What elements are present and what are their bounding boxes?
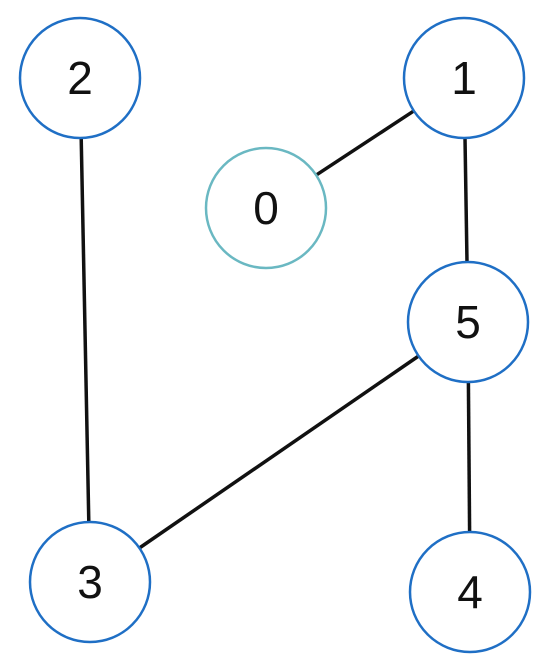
node-2: 2 <box>18 16 142 140</box>
edge-5-4 <box>466 381 472 533</box>
node-label-4: 4 <box>457 566 483 618</box>
node-circle-5 <box>406 260 530 384</box>
edge-layer <box>79 109 472 550</box>
node-0: 0 <box>204 146 328 270</box>
node-circle-1 <box>402 16 526 140</box>
node-layer: 2 1 0 5 3 4 <box>18 16 532 654</box>
node-label-1: 1 <box>451 52 477 104</box>
node-circle-0 <box>204 146 328 270</box>
node-3: 3 <box>28 520 152 644</box>
node-1: 1 <box>402 16 526 140</box>
node-circle-4 <box>408 530 532 654</box>
node-label-3: 3 <box>77 556 103 608</box>
node-label-2: 2 <box>67 52 93 104</box>
node-4: 4 <box>408 530 532 654</box>
node-5: 5 <box>406 260 530 384</box>
edge-1-5 <box>463 137 469 263</box>
edge-5-3 <box>138 354 420 550</box>
node-label-5: 5 <box>455 296 481 348</box>
node-circle-2 <box>18 16 142 140</box>
node-circle-3 <box>28 520 152 644</box>
edge-0-1 <box>315 109 415 177</box>
node-label-0: 0 <box>253 182 279 234</box>
edge-2-3 <box>79 137 91 523</box>
